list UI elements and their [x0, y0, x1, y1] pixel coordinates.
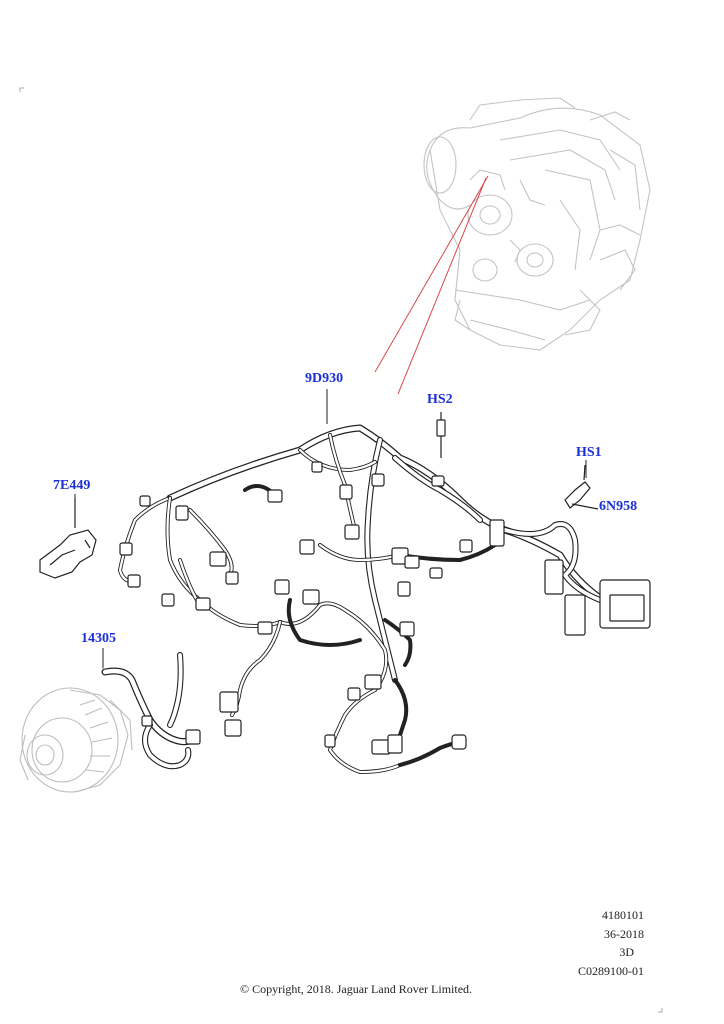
reference-view: 3D [619, 945, 634, 959]
hs1-sensor [564, 464, 599, 510]
engine-leader-lines [374, 175, 489, 395]
reference-date: 36-2018 [604, 927, 644, 941]
label-6n958[interactable]: 6N958 [599, 499, 638, 514]
label-9d930[interactable]: 9D930 [305, 371, 344, 386]
reference-number: 4180101 [602, 908, 644, 922]
reference-illustration-id: C0289100-01 [578, 964, 644, 978]
label-leader-lines [74, 389, 587, 668]
hs2-sensor [436, 412, 446, 458]
alternator-illustration [19, 687, 133, 793]
label-hs1[interactable]: HS1 [576, 445, 602, 460]
harness-connectors [119, 461, 651, 755]
engine-illustration [423, 97, 651, 351]
label-7e449[interactable]: 7E449 [53, 478, 91, 493]
alternator-cable-14305 [101, 649, 201, 770]
bracket-7e449 [39, 498, 97, 579]
crop-mark-top-left [19, 87, 24, 92]
crop-mark-bottom-right [658, 1008, 663, 1013]
label-hs2[interactable]: HS2 [427, 392, 453, 407]
label-14305[interactable]: 14305 [81, 631, 116, 646]
copyright-notice: © Copyright, 2018. Jaguar Land Rover Lim… [239, 982, 473, 996]
